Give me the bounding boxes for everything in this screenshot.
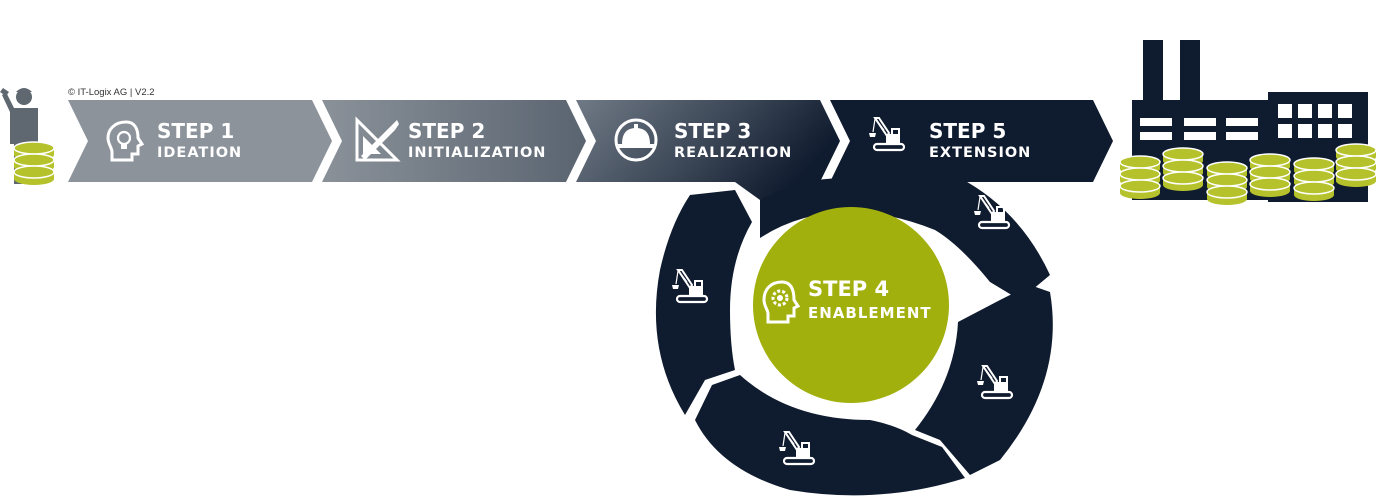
- step-1-title: STEP 1: [157, 119, 234, 143]
- step-4-circle[interactable]: [753, 207, 949, 403]
- copyright-notice: © IT-Logix AG | V2.2: [68, 87, 155, 98]
- step-3-arrow[interactable]: [576, 100, 840, 200]
- step-3-title: STEP 3: [674, 119, 751, 143]
- worker-with-coins-icon: [0, 88, 55, 186]
- cycle-segment-right[interactable]: [915, 285, 1053, 475]
- enablement-cycle: [655, 178, 1053, 496]
- step-2-title: STEP 2: [408, 119, 485, 143]
- step-3-subtitle: REALIZATION: [674, 145, 792, 161]
- ruler-pencil-icon: [355, 116, 401, 162]
- step-1-subtitle: IDEATION: [157, 145, 242, 161]
- step-4-title: STEP 4: [808, 277, 889, 301]
- lightbulb-head-icon: [106, 120, 145, 162]
- step-4-subtitle: ENABLEMENT: [808, 304, 932, 322]
- step-1-arrow[interactable]: [68, 100, 332, 182]
- step-2-subtitle: INITIALIZATION: [408, 145, 546, 161]
- hardhat-icon: [614, 118, 658, 162]
- step-5-subtitle: EXTENSION: [929, 145, 1031, 161]
- step-5-title: STEP 5: [929, 119, 1006, 143]
- factory-with-coins-icon: [1119, 40, 1377, 206]
- gear-head-icon: [762, 280, 801, 324]
- step-5-arrow[interactable]: [830, 100, 1113, 182]
- cycle-segment-top-right[interactable]: [760, 178, 1050, 300]
- cycle-segment-bottom[interactable]: [695, 375, 965, 496]
